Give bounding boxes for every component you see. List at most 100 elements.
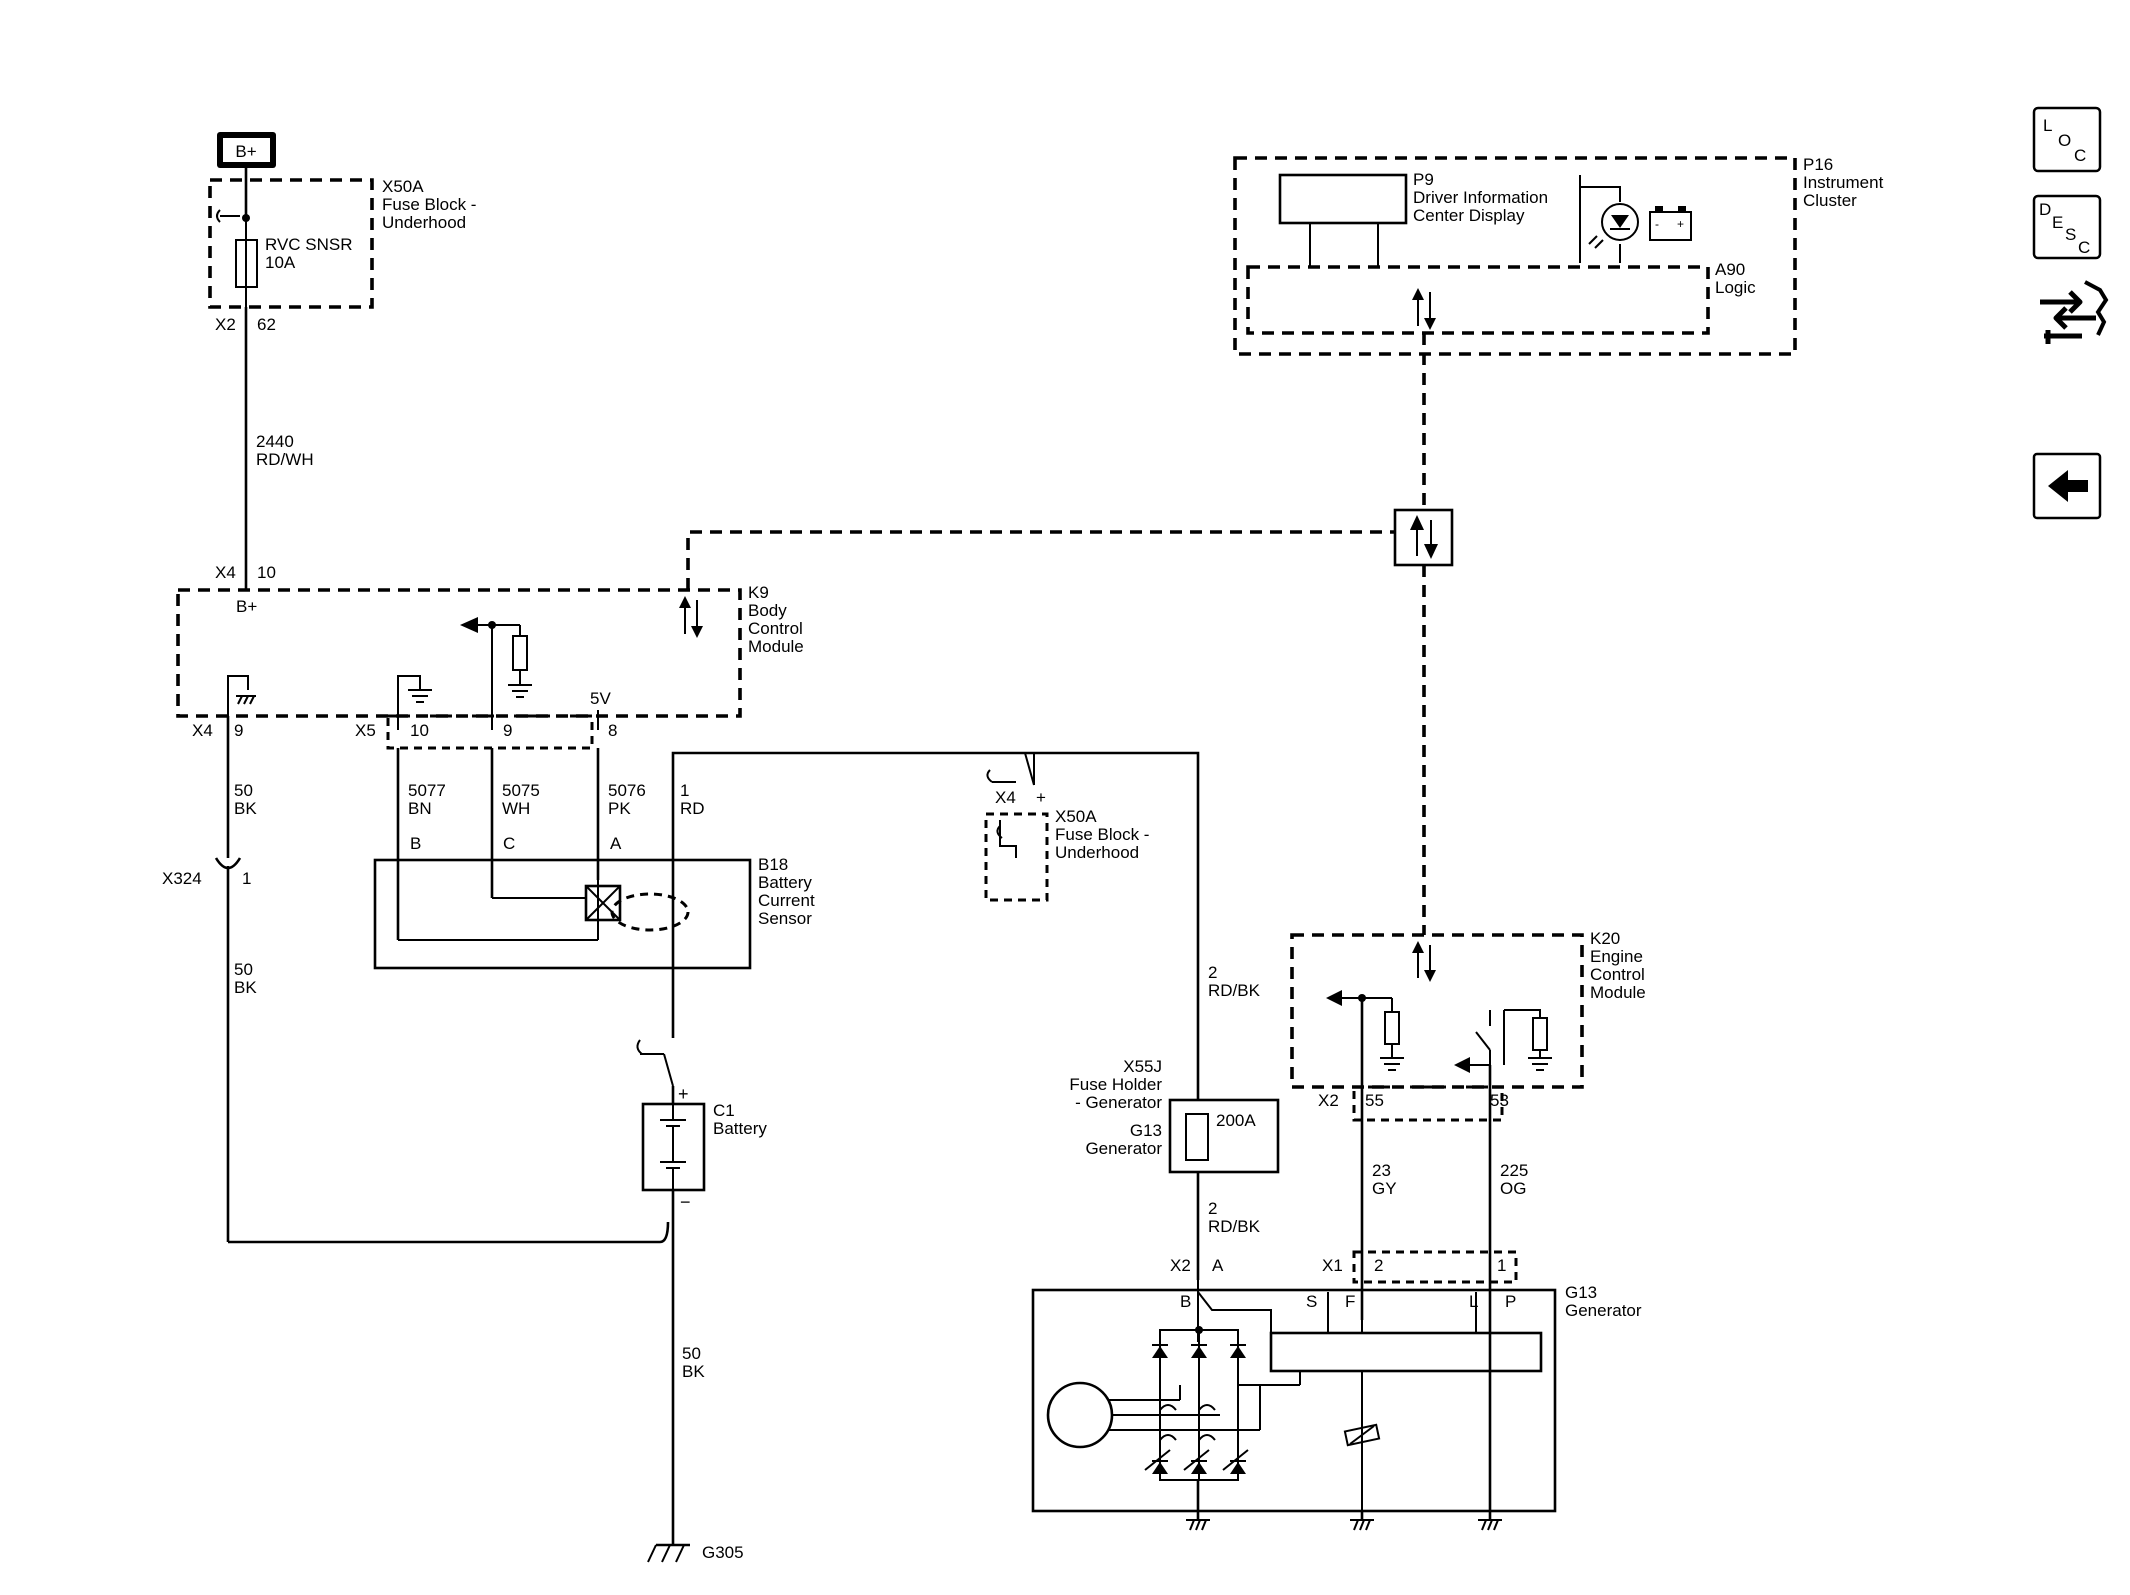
gen-term-p: P — [1505, 1292, 1516, 1311]
sensor-pin-b: B — [410, 834, 421, 853]
wire-1-num: 1 — [680, 781, 689, 800]
bcm-desc2: Control — [748, 619, 803, 638]
connector-repair-icon[interactable] — [2040, 280, 2109, 344]
sensor-id: B18 — [758, 855, 788, 874]
wire-23-num: 23 — [1372, 1161, 1391, 1180]
battery-indicator-icon: - + — [1579, 175, 1692, 263]
sensor-desc2: Current — [758, 891, 815, 910]
wire-labels-bcm: 50 BK 5077 BN 5075 WH 5076 PK 1 RD — [234, 781, 705, 818]
svg-text:+: + — [1677, 217, 1684, 231]
body-control-module: X4 10 B+ K9 Body Control Module — [176, 563, 804, 750]
svg-text:-: - — [1655, 217, 1659, 231]
battery-id: C1 — [713, 1101, 735, 1120]
wire-2-upper-num: 2 — [1208, 963, 1217, 982]
wire-2-lower-num: 2 — [1208, 1199, 1217, 1218]
gen-term-l: L — [1469, 1292, 1478, 1311]
logic-serial-arrows-icon — [1412, 288, 1436, 330]
sensor-pin-a: A — [610, 834, 622, 853]
gen-term-s: S — [1306, 1292, 1317, 1311]
logic-desc: Logic — [1715, 278, 1756, 297]
fuse-block-id: X50A — [382, 177, 424, 196]
bcm-x4: X4 — [215, 563, 236, 582]
wire-5076-num: 5076 — [608, 781, 646, 800]
wire-1-color: RD — [680, 799, 705, 818]
desc-letter-s: S — [2065, 225, 2076, 244]
ground-wire-num: 50 — [682, 1344, 701, 1363]
wire-2-lower-color: RD/BK — [1208, 1217, 1261, 1236]
gen-id: G13 — [1565, 1283, 1597, 1302]
wire-50-lower-num: 50 — [234, 960, 253, 979]
bcm-x4-lower: X4 — [192, 721, 213, 740]
ipc-desc1: Instrument — [1803, 173, 1884, 192]
sensor-pin-c: C — [503, 834, 515, 853]
splice-x324: X324 1 — [162, 857, 251, 888]
fuse-holder-gen-desc: Generator — [1085, 1139, 1162, 1158]
wire-5075-color: WH — [502, 799, 530, 818]
ipc-desc2: Cluster — [1803, 191, 1857, 210]
wire-5077-num: 5077 — [408, 781, 446, 800]
desc-button[interactable]: D E S C — [2032, 194, 2102, 260]
loc-letter-l: L — [2043, 116, 2052, 135]
fuse-holder-id: X55J — [1123, 1057, 1162, 1076]
battery-plus: + — [678, 1084, 689, 1104]
battery-desc: Battery — [713, 1119, 767, 1138]
bcm-pin9: 9 — [234, 721, 243, 740]
display-id: P9 — [1413, 170, 1434, 189]
chassis-ground-1-icon — [1186, 1519, 1210, 1531]
back-button[interactable] — [2032, 452, 2102, 520]
fuse-block-mid: X4 + X50A Fuse Block - Underhood — [984, 752, 1149, 902]
ground-wire-color: BK — [682, 1362, 705, 1381]
wire-225-num: 225 — [1500, 1161, 1528, 1180]
ecm-desc3: Module — [1590, 983, 1646, 1002]
wire-23-color: GY — [1372, 1179, 1397, 1198]
wire-50-color: BK — [234, 799, 257, 818]
loc-letter-o: O — [2058, 131, 2071, 150]
wire-5076-color: PK — [608, 799, 631, 818]
fuse-holder-200a: 200A X55J Fuse Holder - Generator G13 Ge… — [1069, 1057, 1280, 1174]
sensor-desc1: Battery — [758, 873, 812, 892]
ecm-serial-arrows-icon — [1412, 941, 1436, 982]
battery-minus: − — [680, 1192, 691, 1212]
fuse-mid-desc2: Underhood — [1055, 843, 1139, 862]
gen-term-f: F — [1345, 1292, 1355, 1311]
fuse-mid-plus: + — [1036, 788, 1046, 807]
fuse-rating: 10A — [265, 253, 296, 272]
gen-x2: X2 — [1170, 1256, 1191, 1275]
display-desc2: Center Display — [1413, 206, 1525, 225]
connector-x2: X2 — [215, 315, 236, 334]
logic-id: A90 — [1715, 260, 1745, 279]
splice-pin: 1 — [242, 869, 251, 888]
desc-letter-e: E — [2052, 213, 2063, 232]
ipc-id: P16 — [1803, 155, 1833, 174]
fuse-block-top: RVC SNSR 10A X50A Fuse Block - Underhood… — [208, 177, 476, 340]
sensor-desc3: Sensor — [758, 909, 812, 928]
pin-62: 62 — [257, 315, 276, 334]
ecm-id: K20 — [1590, 929, 1620, 948]
ecm-desc2: Control — [1590, 965, 1645, 984]
serial-data-arrows-icon — [679, 596, 703, 638]
desc-letter-d: D — [2039, 200, 2051, 219]
rectifier-diodes-icon — [1144, 1344, 1249, 1474]
gen-x1: X1 — [1322, 1256, 1343, 1275]
display-desc1: Driver Information — [1413, 188, 1548, 207]
gen-desc: Generator — [1565, 1301, 1642, 1320]
gen-pin-1: 1 — [1497, 1256, 1506, 1275]
ecm-pin55: 55 — [1365, 1091, 1384, 1110]
wire-2440-num: 2440 — [256, 432, 294, 451]
wire-50-lower-color: BK — [234, 978, 257, 997]
bplus-label: B+ — [235, 142, 256, 161]
chassis-ground-3-icon — [1478, 1519, 1502, 1531]
battery-current-sensor: B C A B18 Battery Current Sensor — [373, 834, 815, 970]
gen-pin-a: A — [1212, 1256, 1224, 1275]
fuse-block-desc2: Underhood — [382, 213, 466, 232]
bcm-x5-pin10: 10 — [410, 721, 429, 740]
back-arrow-icon — [2048, 470, 2088, 502]
engine-control-module: K20 Engine Control Module — [1290, 929, 1646, 1122]
desc-letter-c: C — [2078, 238, 2090, 257]
bcm-x5: X5 — [355, 721, 376, 740]
loc-button[interactable]: L O C — [2032, 106, 2102, 173]
fuse-holder-desc1: Fuse Holder — [1069, 1075, 1162, 1094]
fuse-mid-id: X50A — [1055, 807, 1097, 826]
gen-pin-2: 2 — [1374, 1256, 1383, 1275]
